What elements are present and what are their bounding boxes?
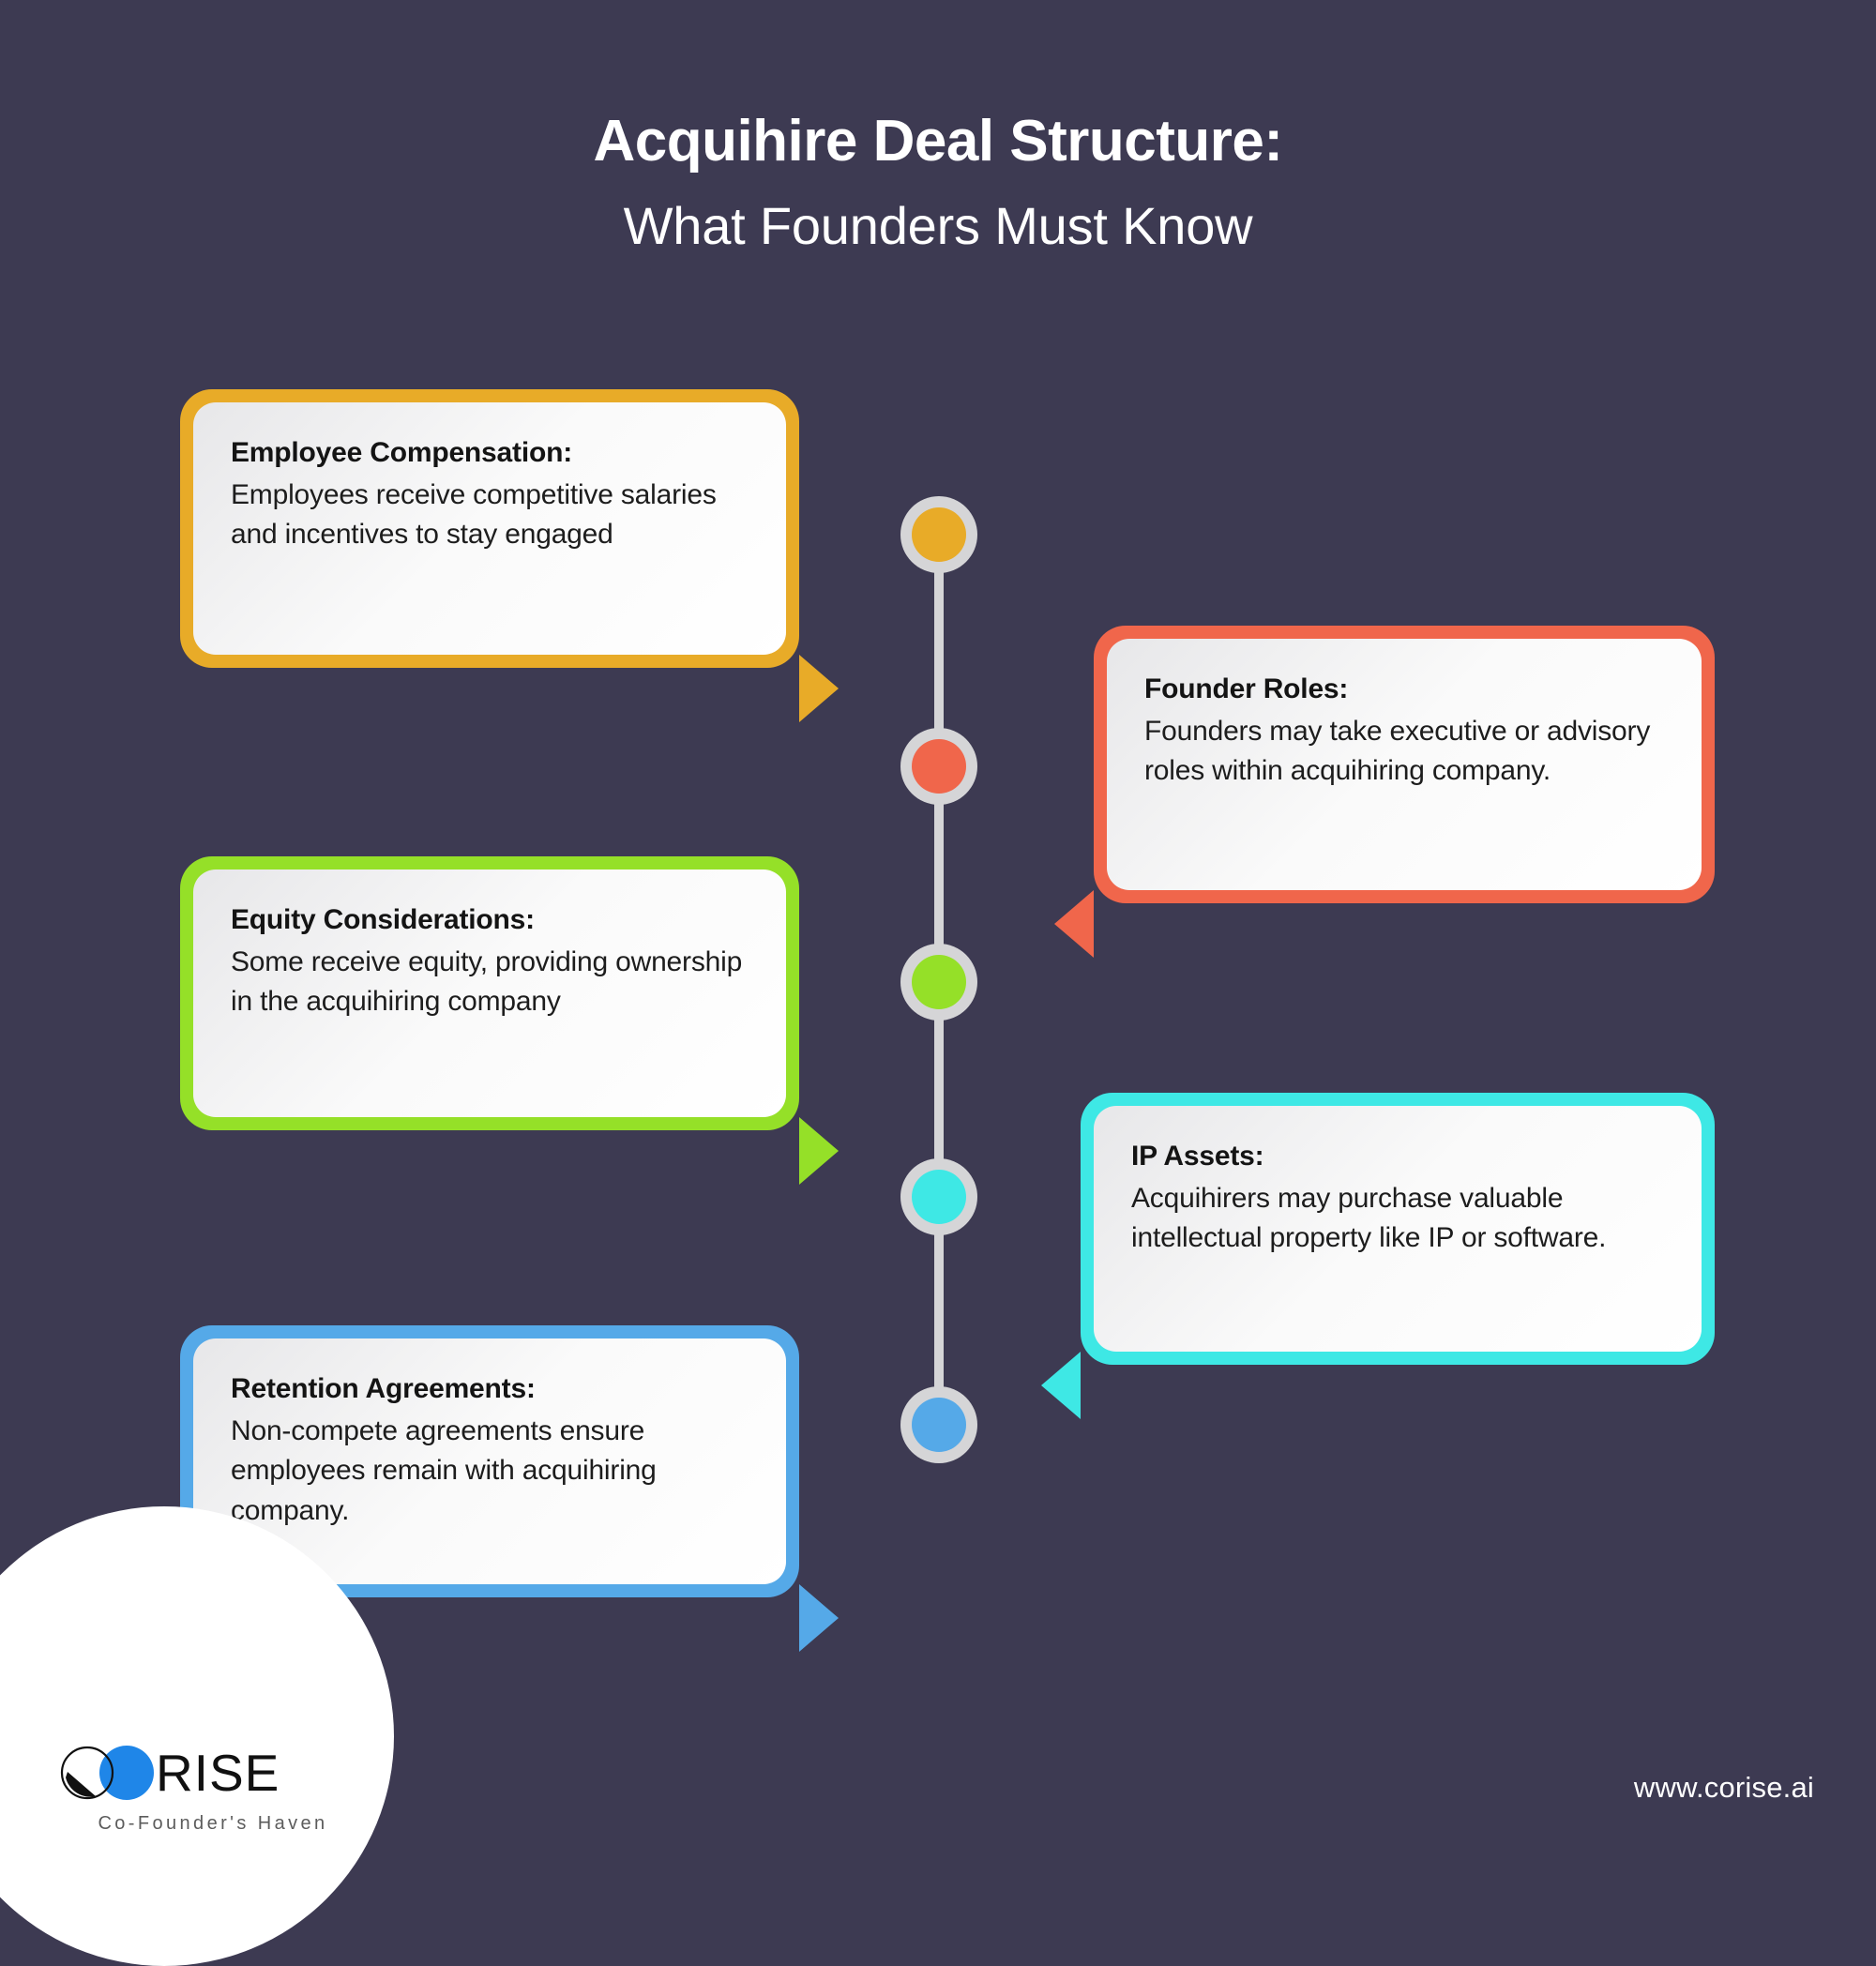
timeline-dot-equity-considerations (900, 944, 977, 1021)
card-heading: Retention Agreements: (231, 1373, 536, 1404)
logo-wordmark: RISE (156, 1743, 280, 1802)
dot-fill (912, 1398, 966, 1452)
corise-c-icon (58, 1744, 116, 1802)
card-pointer-icon (799, 1584, 839, 1652)
timeline-dot-founder-roles (900, 728, 977, 805)
card-employee-compensation: Employee Compensation: Employees receive… (180, 389, 839, 722)
card-body: Acquihirers may purchase valuable intell… (1131, 1182, 1607, 1254)
card-inner: IP Assets: Acquihirers may purchase valu… (1094, 1106, 1702, 1352)
dot-fill (912, 1170, 966, 1224)
card-pointer-icon (1054, 890, 1094, 958)
card-founder-roles: Founder Roles: Founders may take executi… (1054, 626, 1715, 958)
page-subtitle: What Founders Must Know (623, 195, 1253, 255)
card-pointer-icon (799, 655, 839, 722)
timeline-dot-retention-agreements (900, 1386, 977, 1463)
card-body: Some receive equity, providing ownership… (231, 945, 743, 1018)
card-inner: Employee Compensation: Employees receive… (193, 402, 786, 655)
card-heading: Employee Compensation: (231, 437, 572, 468)
card-inner: Retention Agreements: Non-compete agreem… (193, 1338, 786, 1584)
logo-tagline: Co-Founder's Haven (98, 1813, 328, 1834)
card-body: Non-compete agreements ensure employees … (231, 1414, 657, 1526)
card-pointer-icon (799, 1117, 839, 1185)
logo-row: RISE (58, 1744, 368, 1802)
timeline-dot-ip-assets (900, 1158, 977, 1235)
card-ip-assets: IP Assets: Acquihirers may purchase valu… (1041, 1093, 1715, 1419)
card-inner: Equity Considerations: Some receive equi… (193, 870, 786, 1117)
card-equity-considerations: Equity Considerations: Some receive equi… (180, 856, 839, 1185)
card-pointer-icon (1041, 1352, 1081, 1419)
card-heading: Founder Roles: (1144, 673, 1349, 704)
card-body: Employees receive competitive salaries a… (231, 478, 717, 551)
dot-fill (912, 955, 966, 1009)
card-body: Founders may take executive or advisory … (1144, 715, 1651, 787)
corise-o-icon (99, 1746, 154, 1800)
card-heading: Equity Considerations: (231, 904, 535, 935)
card-inner: Founder Roles: Founders may take executi… (1107, 639, 1702, 890)
timeline-dot-employee-compensation (900, 496, 977, 573)
header: Acquihire Deal Structure: What Founders … (0, 109, 1876, 255)
website-url[interactable]: www.corise.ai (1633, 1771, 1814, 1804)
card-heading: IP Assets: (1131, 1141, 1264, 1172)
page-title: Acquihire Deal Structure: (593, 109, 1283, 174)
dot-fill (912, 507, 966, 562)
brand-logo: RISE Co-Founder's Haven (58, 1744, 368, 1835)
dot-fill (912, 739, 966, 794)
